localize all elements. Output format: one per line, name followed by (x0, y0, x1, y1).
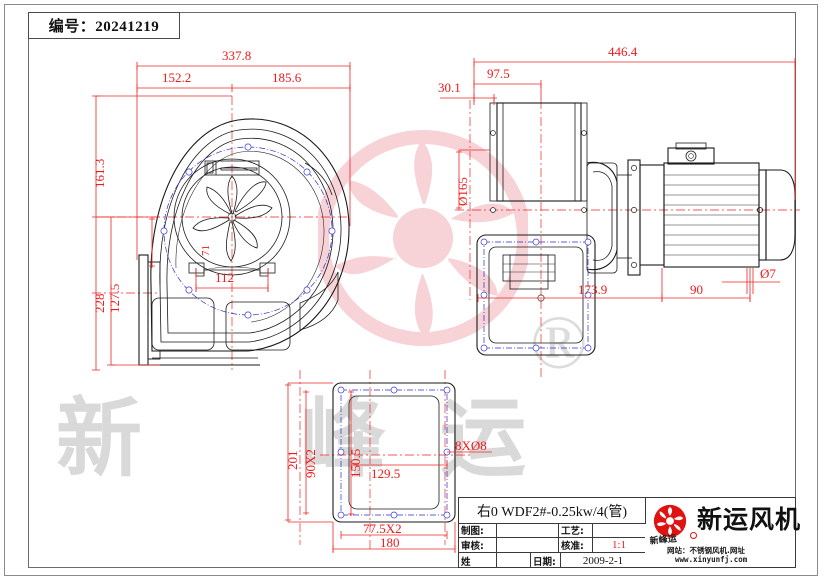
label-drawn-by: 制图: (459, 523, 497, 537)
label-date: 日期: (531, 553, 561, 568)
dim-inlet-length: 97.5 (487, 66, 510, 81)
dim-total-width: 337.8 (222, 48, 252, 63)
dim-motor-length: 90 (690, 282, 703, 297)
dim-inlet-diameter: Ø165 (455, 177, 470, 206)
website-label: 网站：不锈钢风机.网址 (667, 546, 745, 555)
dim-left-width: 152.2 (162, 70, 192, 85)
base-plate-view (285, 370, 492, 553)
brand-name: 新运风机 (697, 505, 802, 534)
dim-motor-center: 173.9 (578, 282, 608, 297)
value-checked-by[interactable] (497, 538, 559, 552)
value-date[interactable]: 2009-2-1 (582, 554, 624, 567)
fan-side-view (455, 100, 800, 380)
dim-inner-height: 150.5 (348, 448, 363, 478)
sheet-outer-border (4, 4, 818, 576)
dim-hole-pitch-v: 90X2 (303, 449, 318, 478)
dim-right-width: 185.6 (272, 70, 302, 85)
side-view-dimensions (440, 58, 796, 302)
model-designation: 右0 WDF2#-0.25kw/4(管) (459, 498, 646, 524)
label-approval: 核准: (559, 538, 593, 552)
value-process[interactable] (593, 523, 645, 537)
label-checked-by: 审核: (459, 538, 497, 552)
company-logo-block: 新峰运 新运风机 网站：不锈钢风机.网址 www.xinyunfj.com (645, 498, 800, 567)
dim-hole-callout: 8XØ8 (455, 438, 487, 453)
company-fan-icon (653, 504, 687, 538)
dim-plate-width: 180 (380, 535, 400, 550)
fan-housing-front (138, 118, 350, 366)
front-view-dimensions (92, 62, 351, 371)
value-name[interactable] (497, 553, 531, 568)
label-process: 工艺: (559, 523, 593, 537)
drawing-number-box: 编号：20241219 (28, 12, 180, 39)
dim-mid-height: 127.5 (107, 283, 122, 313)
dim-flange-thickness: 30.1 (438, 80, 461, 95)
dim-top-height: 161.3 (92, 158, 107, 188)
title-block: 右0 WDF2#-0.25kw/4(管) 制图: 工艺: 审核: 核准: 1:1… (458, 497, 800, 568)
dim-overall-length: 446.4 (608, 44, 638, 59)
dim-bolt-span: 112 (215, 270, 235, 285)
dim-overall-height: 228 (92, 293, 107, 314)
title-block-row: 审核: 核准: 1:1 (459, 538, 645, 553)
dim-inner-width: 129.5 (371, 466, 401, 481)
dim-impeller-offset: 71 (200, 245, 212, 256)
dim-plate-height: 201 (285, 450, 300, 471)
value-scale[interactable]: 1:1 (611, 539, 627, 551)
drawing-number-text: 编号：20241219 (48, 19, 160, 35)
website-url: www.xinyunfj.com (675, 555, 748, 564)
title-block-row: 姓 日期: 2009-2-1 (459, 553, 645, 568)
label-name: 姓 (459, 553, 497, 568)
dim-foot-hole: Ø7 (760, 266, 776, 281)
title-block-row: 制图: 工艺: (459, 523, 645, 538)
sheet-inner-border (28, 12, 796, 568)
value-drawn-by[interactable] (497, 523, 559, 537)
dim-hole-pitch-h: 77.5X2 (363, 521, 402, 536)
registered-dot-icon (690, 532, 697, 539)
title-block-grid: 制图: 工艺: 审核: 核准: 1:1 姓 日期: 2009-2-1 (459, 523, 645, 568)
